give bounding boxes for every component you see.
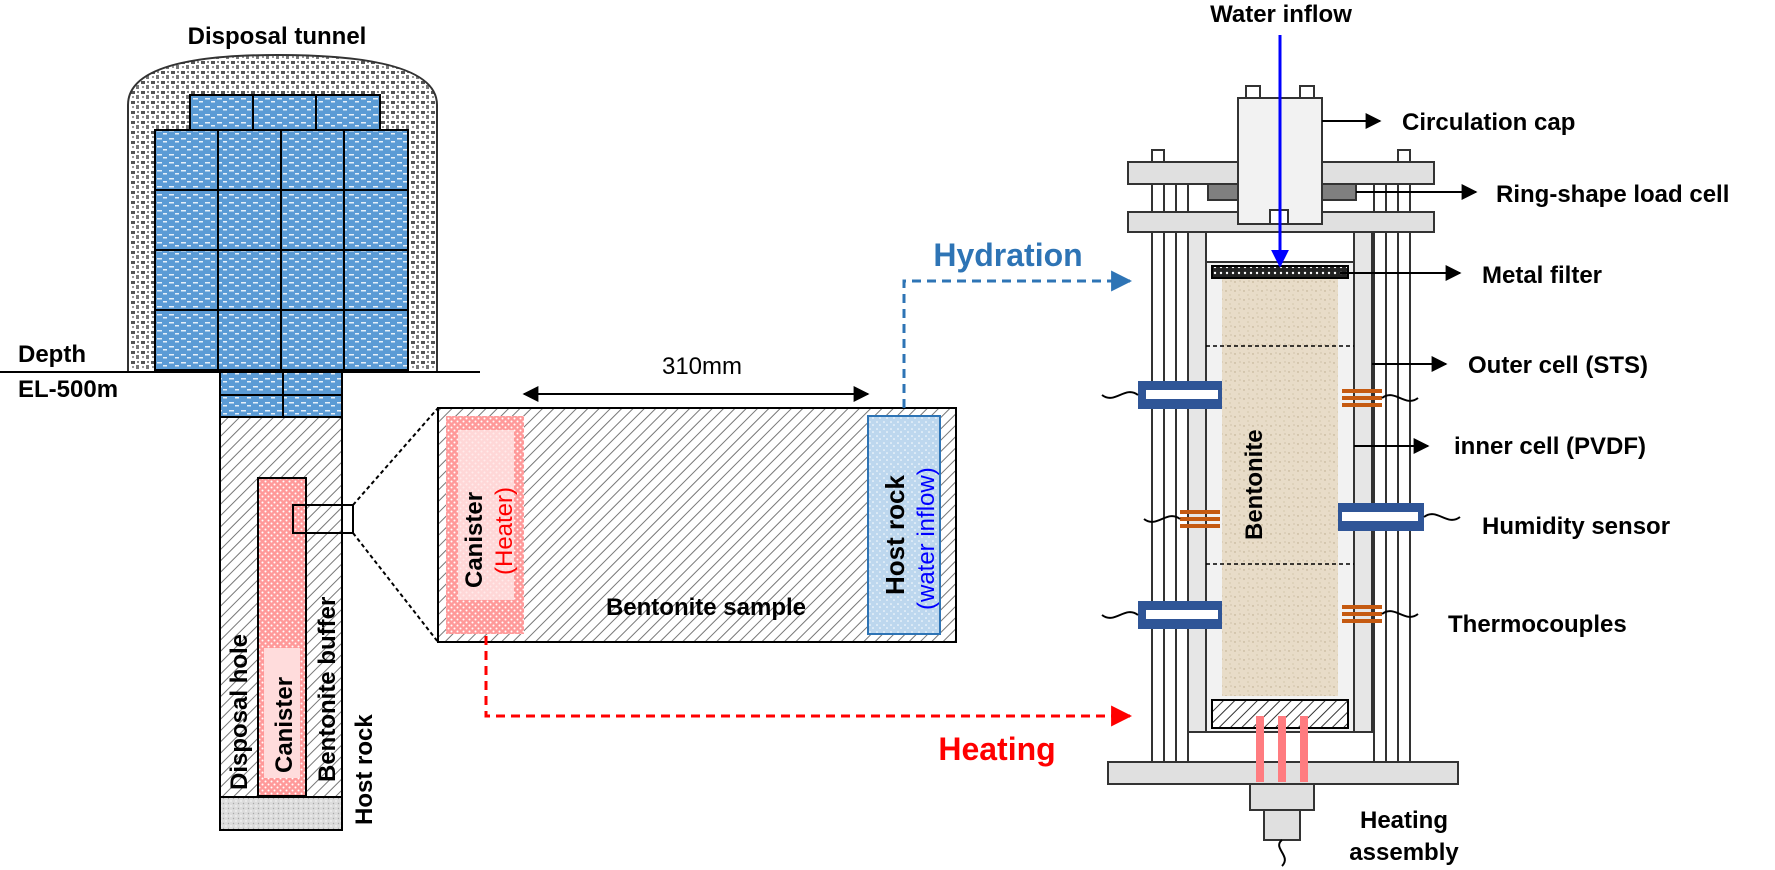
heating-assembly-label-1: Heating <box>1360 807 1448 834</box>
repository-schematic: Disposal tunnel Depth EL-500m Disposal h… <box>0 23 480 831</box>
bentonite-sample-label: Bentonite sample <box>606 594 806 621</box>
heating-path <box>484 636 1133 727</box>
humidity-sensors <box>1138 381 1424 629</box>
cap-port-left <box>1245 85 1261 99</box>
cap-port-right <box>1299 85 1315 99</box>
bentonite-column-label: Bentonite <box>1241 429 1268 540</box>
zoom-box <box>292 504 354 534</box>
outer-cell-right-wall <box>1353 231 1373 733</box>
heating-assembly-label-2: assembly <box>1349 839 1459 866</box>
hydration-path <box>902 270 1133 408</box>
thermocouples-label: Thermocouples <box>1448 611 1627 638</box>
ring-load-cell-label: Ring-shape load cell <box>1496 181 1729 208</box>
sensor-cables <box>1101 391 1461 867</box>
elevation-label: EL-500m <box>18 376 118 403</box>
depth-label: Depth <box>18 341 86 368</box>
tunnel-buffer-blocks <box>154 94 409 371</box>
tie-rod-left-inner <box>1175 183 1189 763</box>
zoom-line-top <box>352 407 439 506</box>
bentonite-buffer-label: Bentonite buffer <box>314 597 341 782</box>
callout-arrows <box>1322 113 1478 454</box>
tie-rod-right-inner <box>1373 183 1387 763</box>
water-inflow-label: Water inflow <box>1210 1 1352 28</box>
canister-label-bg <box>264 648 300 778</box>
circulation-cap-label: Circulation cap <box>1402 109 1575 136</box>
outer-cell-label: Outer cell (STS) <box>1468 352 1648 379</box>
host-rock-label-left: Host rock <box>351 714 378 825</box>
dimension-label: 310mm <box>662 353 742 380</box>
sample-host-rock <box>867 415 941 635</box>
sample-host-rock-label: Host rock <box>880 475 910 595</box>
sample-canister-label: Canister <box>461 492 488 588</box>
tie-rod-left-outer <box>1151 149 1165 763</box>
water-inflow-small-label: (water inflow) <box>913 467 940 610</box>
heating-rods <box>1256 716 1308 782</box>
heating-assembly-stem <box>1263 809 1301 841</box>
canister-label-left: Canister <box>271 677 298 773</box>
sample-zoom: 310mm Canister (Heater) Bentonite sample… <box>437 353 957 643</box>
heater-label: (Heater) <box>491 487 518 575</box>
humidity-sensor-label: Humidity sensor <box>1482 513 1670 540</box>
hole-top-blocks <box>219 371 343 418</box>
zoom-line-bottom <box>352 532 439 643</box>
hydration-label: Hydration <box>933 237 1082 273</box>
thermocouples <box>1180 389 1382 623</box>
sample-canister-label-bg <box>458 430 514 600</box>
disposal-hole-label: Disposal hole <box>226 634 253 790</box>
metal-filter-label: Metal filter <box>1482 262 1602 289</box>
bentonite-column <box>1222 278 1338 696</box>
metal-filter <box>1211 265 1349 279</box>
outer-cell-left-wall <box>1187 231 1207 733</box>
hole-base <box>219 796 343 831</box>
inner-cell-label: inner cell (PVDF) <box>1454 433 1646 460</box>
heating-label: Heating <box>938 731 1055 767</box>
tie-rod-right-outer <box>1397 149 1411 763</box>
disposal-tunnel-label: Disposal tunnel <box>188 23 367 50</box>
heating-assembly-block <box>1249 783 1315 811</box>
